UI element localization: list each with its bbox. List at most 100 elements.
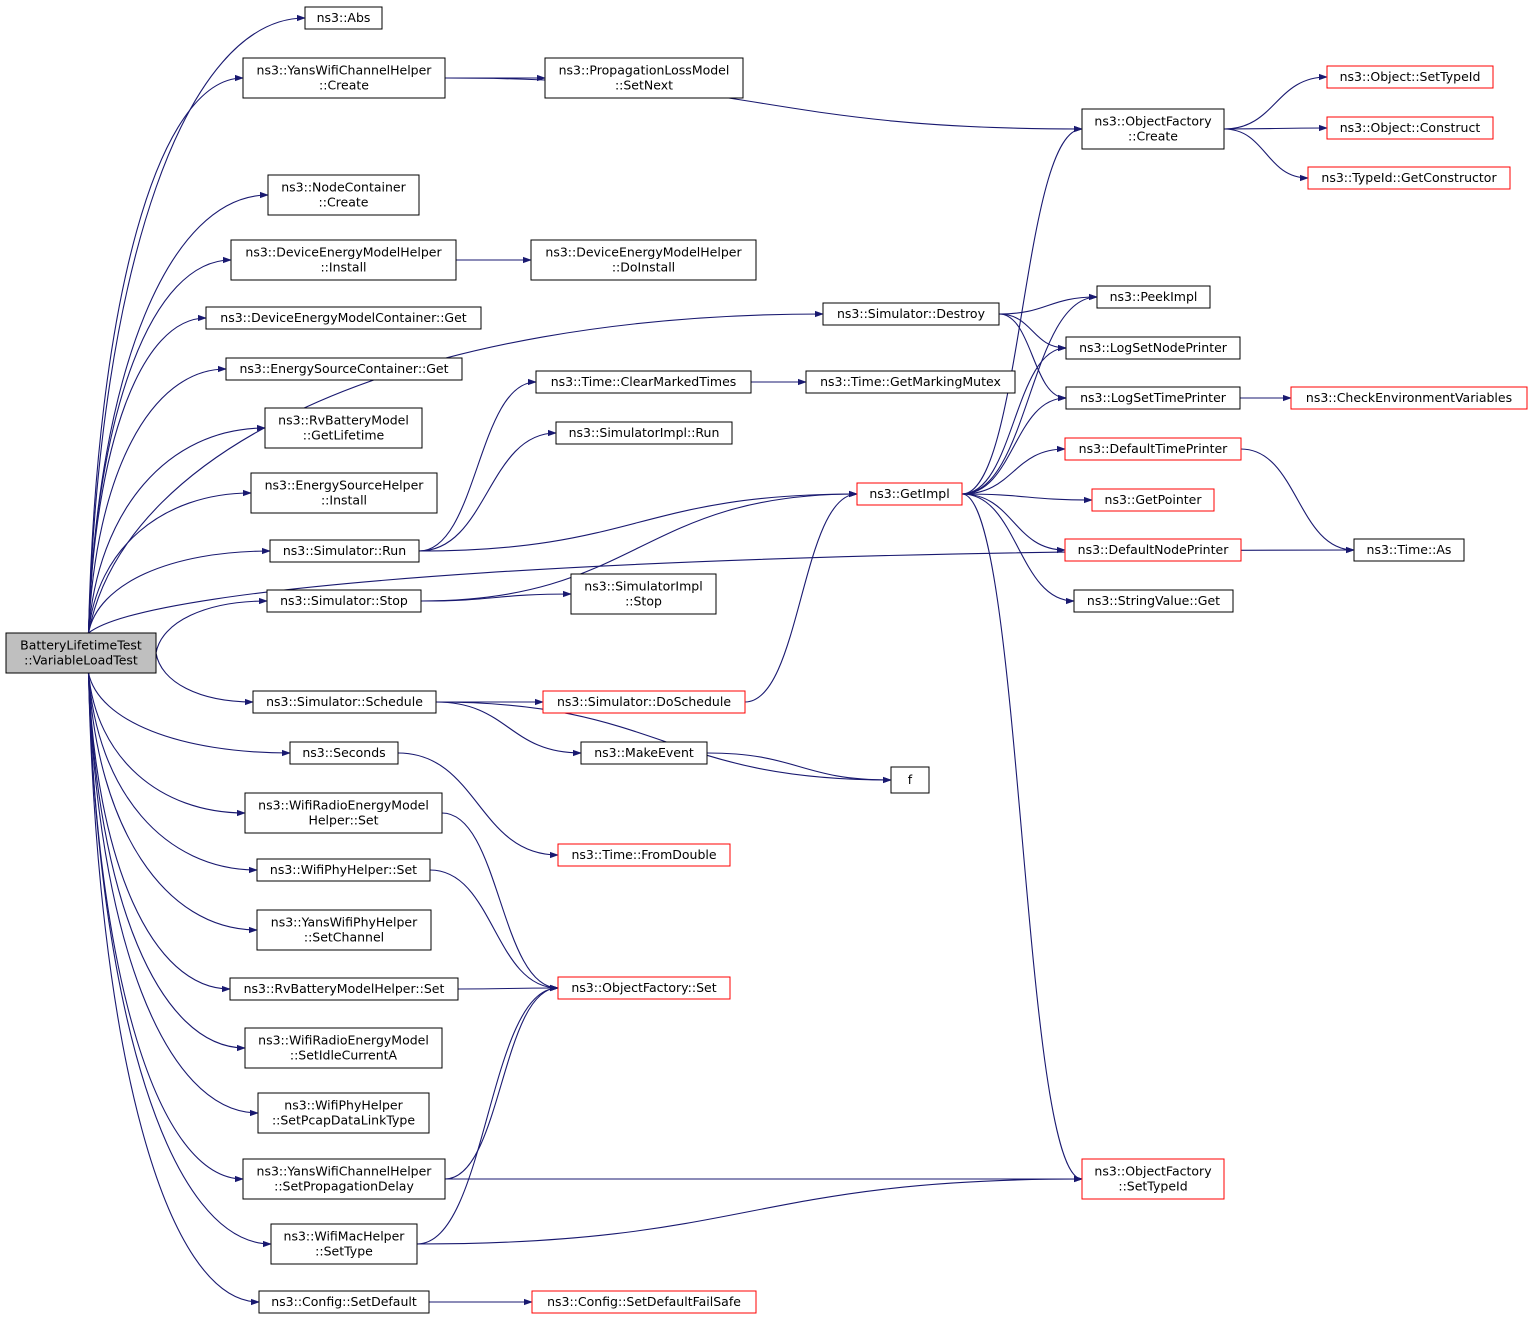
- node-time-getmarkingmutex[interactable]: ns3::Time::GetMarkingMutex: [805, 370, 1016, 394]
- call-edge-root-to-rv_getlifetime: [87, 424, 266, 634]
- node-obj-construct[interactable]: ns3::Object::Construct: [1326, 116, 1494, 140]
- node-box: [270, 1223, 418, 1265]
- node-label: ::Create: [1128, 129, 1178, 144]
- node-abs[interactable]: ns3::Abs: [304, 6, 383, 30]
- node-ywch-setprop[interactable]: ns3::YansWifiChannelHelper::SetPropagati…: [242, 1158, 446, 1200]
- node-label: ns3::RvBatteryModel: [278, 413, 409, 428]
- node-box: [256, 858, 431, 882]
- node-box: [1326, 65, 1494, 89]
- call-edge-sim_destroy-to-logsetnodeprinter: [998, 313, 1067, 352]
- node-checkenv[interactable]: ns3::CheckEnvironmentVariables: [1290, 386, 1528, 410]
- node-label: ns3::ObjectFactory: [1094, 1164, 1212, 1179]
- call-edge-getimpl-to-of_settypeid: [961, 493, 1083, 1183]
- node-wrem-setidle[interactable]: ns3::WifiRadioEnergyModel::SetIdleCurren…: [244, 1027, 443, 1069]
- node-box: [1096, 285, 1211, 309]
- node-demh-install[interactable]: ns3::DeviceEnergyModelHelper::Install: [230, 239, 457, 281]
- node-getimpl[interactable]: ns3::GetImpl: [856, 482, 963, 506]
- node-sim-destroy[interactable]: ns3::Simulator::Destroy: [822, 302, 1000, 326]
- call-edge-of_create-to-obj_settypeid: [1223, 73, 1328, 130]
- node-label: ns3::ObjectFactory: [1094, 114, 1212, 129]
- node-box: [805, 370, 1016, 394]
- node-box: [244, 1027, 443, 1069]
- node-stringvalue-get[interactable]: ns3::StringValue::Get: [1073, 589, 1234, 613]
- node-demc-get[interactable]: ns3::DeviceEnergyModelContainer::Get: [205, 306, 482, 330]
- node-box: [256, 909, 432, 951]
- call-edge-wph_set-to-of_set: [429, 869, 559, 992]
- node-f[interactable]: f: [890, 766, 930, 794]
- node-box: [1307, 166, 1511, 190]
- node-cfg-setdefault[interactable]: ns3::Config::SetDefault: [258, 1290, 430, 1314]
- node-logsetnodeprinter[interactable]: ns3::LogSetNodePrinter: [1065, 336, 1241, 360]
- node-label: ::Stop: [625, 594, 662, 609]
- node-sim-stop[interactable]: ns3::Simulator::Stop: [266, 589, 422, 613]
- call-edge-root-to-sim_destroy: [87, 310, 824, 634]
- node-of-settypeid[interactable]: ns3::ObjectFactory::SetTypeId: [1081, 1158, 1225, 1200]
- node-rvbmh-set[interactable]: ns3::RvBatteryModelHelper::Set: [229, 977, 459, 1001]
- node-esc-get[interactable]: ns3::EnergySourceContainer::Get: [225, 357, 463, 381]
- node-peekimpl[interactable]: ns3::PeekImpl: [1096, 285, 1211, 309]
- node-wph-setpcap[interactable]: ns3::WifiPhyHelper::SetPcapDataLinkType: [257, 1092, 430, 1134]
- node-seconds[interactable]: ns3::Seconds: [289, 741, 399, 765]
- node-plm-setnext[interactable]: ns3::PropagationLossModel::SetNext: [544, 57, 744, 99]
- node-label: ns3::WifiRadioEnergyModel: [258, 1033, 429, 1048]
- call-edge-defaulttimeprinter-to-time_as: [1240, 448, 1355, 554]
- node-typeid-getconstructor[interactable]: ns3::TypeId::GetConstructor: [1307, 166, 1511, 190]
- node-label: ns3::DeviceEnergyModelContainer::Get: [220, 310, 467, 325]
- node-label: ::SetNext: [615, 78, 673, 93]
- node-root[interactable]: BatteryLifetimeTest::VariableLoadTest: [5, 632, 157, 674]
- node-wmh-settype[interactable]: ns3::WifiMacHelper::SetType: [270, 1223, 418, 1265]
- node-of-create[interactable]: ns3::ObjectFactory::Create: [1081, 108, 1225, 150]
- node-time-clearmarked[interactable]: ns3::Time::ClearMarkedTimes: [535, 370, 752, 394]
- node-box: [544, 57, 744, 99]
- node-of-set[interactable]: ns3::ObjectFactory::Set: [557, 976, 731, 1000]
- node-simimpl-stop[interactable]: ns3::SimulatorImpl::Stop: [570, 573, 717, 615]
- node-sim-run[interactable]: ns3::Simulator::Run: [269, 539, 420, 563]
- node-box: [531, 1290, 757, 1314]
- node-defaultnodeprinter[interactable]: ns3::DefaultNodePrinter: [1064, 538, 1242, 562]
- node-label: ns3::DefaultNodePrinter: [1078, 542, 1230, 557]
- node-label: ::SetIdleCurrentA: [290, 1048, 398, 1063]
- call-edge-sim_schedule-to-makeevent: [435, 701, 582, 757]
- node-time-as[interactable]: ns3::Time::As: [1353, 538, 1465, 562]
- node-label: ns3::DeviceEnergyModelHelper: [545, 245, 742, 260]
- node-time-fromdouble[interactable]: ns3::Time::FromDouble: [557, 843, 731, 867]
- node-getpointer[interactable]: ns3::GetPointer: [1091, 488, 1215, 512]
- node-label: ::Create: [319, 195, 369, 210]
- node-cfg-setdefaultfailsafe[interactable]: ns3::Config::SetDefaultFailSafe: [531, 1290, 757, 1314]
- node-logsettimeprinter[interactable]: ns3::LogSetTimePrinter: [1065, 386, 1241, 410]
- call-edge-root-to-esh_install: [87, 489, 252, 634]
- node-obj-settypeid[interactable]: ns3::Object::SetTypeId: [1326, 65, 1494, 89]
- node-box: [258, 1290, 430, 1314]
- node-makeevent[interactable]: ns3::MakeEvent: [580, 741, 708, 765]
- node-label: f: [908, 772, 913, 787]
- node-label: ns3::Config::SetDefault: [271, 1294, 417, 1309]
- node-box: [1064, 437, 1242, 461]
- call-edge-getimpl-to-defaulttimeprinter: [961, 445, 1066, 495]
- node-label: ns3::LogSetNodePrinter: [1079, 340, 1228, 355]
- node-sim-doschedule[interactable]: ns3::Simulator::DoSchedule: [542, 690, 746, 714]
- node-ywph-setchannel[interactable]: ns3::YansWifiPhyHelper::SetChannel: [256, 909, 432, 951]
- call-edge-root-to-wremh_set: [87, 672, 246, 817]
- node-label: ns3::EnergySourceHelper: [265, 478, 425, 493]
- node-rv-getlifetime[interactable]: ns3::RvBatteryModel::GetLifetime: [264, 407, 423, 449]
- node-label: ns3::ObjectFactory::Set: [571, 980, 716, 995]
- call-edge-root-to-ywph_setchannel: [87, 672, 258, 934]
- node-nodecont-create[interactable]: ns3::NodeContainer::Create: [267, 174, 420, 216]
- node-box: [225, 357, 463, 381]
- node-yans-create[interactable]: ns3::YansWifiChannelHelper::Create: [242, 57, 446, 99]
- node-label: ns3::LogSetTimePrinter: [1080, 390, 1227, 405]
- node-esh-install[interactable]: ns3::EnergySourceHelper::Install: [250, 472, 438, 514]
- call-edge-wmh_settype-to-of_settypeid: [416, 1175, 1083, 1245]
- call-edge-yans_create-to-of_create: [444, 77, 1083, 133]
- node-box: [242, 1158, 446, 1200]
- call-edge-sim_run-to-simimpl_run: [418, 429, 557, 552]
- node-demh-doinstall[interactable]: ns3::DeviceEnergyModelHelper::DoInstall: [530, 239, 757, 281]
- node-box: [555, 421, 733, 445]
- node-simimpl-run[interactable]: ns3::SimulatorImpl::Run: [555, 421, 733, 445]
- node-wph-set[interactable]: ns3::WifiPhyHelper::Set: [256, 858, 431, 882]
- node-sim-schedule[interactable]: ns3::Simulator::Schedule: [252, 690, 437, 714]
- node-box: [542, 690, 746, 714]
- node-label: ns3::WifiRadioEnergyModel: [258, 798, 429, 813]
- node-defaulttimeprinter[interactable]: ns3::DefaultTimePrinter: [1064, 437, 1242, 461]
